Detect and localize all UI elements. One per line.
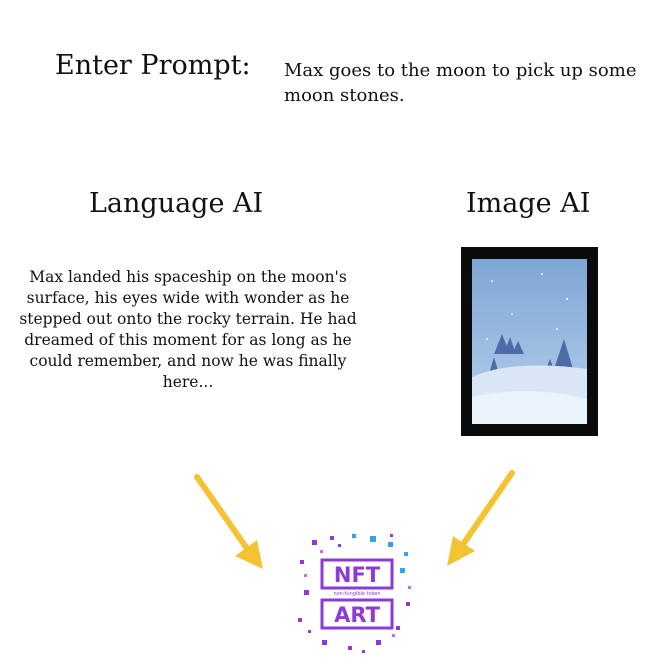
language-ai-title: Language AI bbox=[89, 188, 264, 219]
nft-logo-top-text: NFT bbox=[334, 563, 381, 587]
nft-art-logo: NFT non-fungible token ART bbox=[292, 530, 420, 659]
image-ai-output-frame bbox=[461, 247, 598, 436]
prompt-label: Enter Prompt: bbox=[55, 50, 251, 81]
arrow-right-head bbox=[447, 536, 475, 566]
arrow-right bbox=[452, 470, 515, 559]
prompt-text: Max goes to the moon to pick up some moo… bbox=[284, 60, 637, 106]
language-ai-output: Max landed his spaceship on the moon's s… bbox=[19, 268, 357, 391]
image-ai-title: Image AI bbox=[466, 188, 591, 219]
arrow-left bbox=[194, 474, 258, 563]
arrow-left-head bbox=[235, 540, 263, 569]
winter-landscape-image bbox=[472, 259, 587, 424]
nft-logo-bottom-text: ART bbox=[334, 603, 380, 627]
nft-logo-sub-text: non-fungible token bbox=[333, 591, 380, 597]
